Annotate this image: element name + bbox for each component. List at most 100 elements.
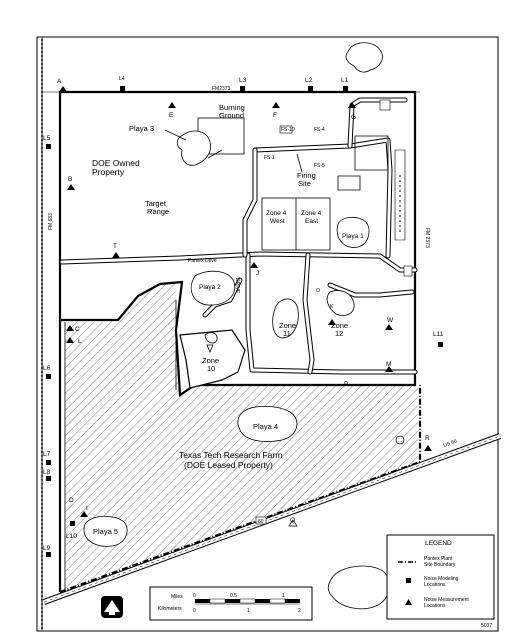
marker-l10 xyxy=(70,521,75,526)
label-playa1: Playa 1 xyxy=(342,233,364,240)
svg-text:0.5: 0.5 xyxy=(230,593,237,599)
label-d: D xyxy=(69,497,74,504)
hwy-60-shield xyxy=(255,516,267,525)
playa-5 xyxy=(83,515,128,547)
label-l5: L5 xyxy=(43,135,51,142)
playa-northeast xyxy=(345,42,383,73)
label-j: J xyxy=(256,270,259,277)
label-w: W xyxy=(387,317,394,324)
label-l4: L4 xyxy=(119,76,125,82)
label-fs10: FS-10 xyxy=(281,127,295,133)
marker-l9 xyxy=(46,552,51,557)
scale-km-label: Kilometers xyxy=(158,606,182,612)
playa-2 xyxy=(190,270,236,306)
label-t: T xyxy=(113,243,117,250)
label-fs1: FS-1 xyxy=(264,155,275,161)
marker-l2 xyxy=(308,86,313,91)
label-e: E xyxy=(169,112,174,119)
noise-modeling-markers xyxy=(46,86,443,557)
playa-zone11 xyxy=(272,298,299,339)
figure-number: 5037 xyxy=(481,623,492,629)
label-fm683: FM 683 xyxy=(48,213,54,230)
playa-4 xyxy=(237,405,298,442)
marker-l6 xyxy=(46,374,51,379)
label-r: R xyxy=(425,435,430,442)
label-l9: L9 xyxy=(43,545,51,552)
playa-zone12 xyxy=(326,290,355,316)
legend-triangle-icon xyxy=(405,599,412,605)
marker-l5 xyxy=(46,144,51,149)
label-p: P xyxy=(344,381,348,388)
label-l3: L3 xyxy=(239,77,247,84)
label-playa5: Playa 5 xyxy=(93,527,118,536)
legend-title: LEGEND xyxy=(425,540,452,547)
svg-text:1: 1 xyxy=(247,608,250,614)
label-hwy-r: US 60 xyxy=(443,438,458,448)
label-pantex-drive: Pantex Drive xyxy=(188,258,217,264)
label-l7: L7 xyxy=(43,451,51,458)
svg-text:0: 0 xyxy=(193,593,196,599)
label-playa4: Playa 4 xyxy=(253,422,278,431)
label-k: K xyxy=(330,304,334,310)
label-playa3: Playa 3 xyxy=(129,124,154,133)
label-b: B xyxy=(68,176,72,183)
marker-l1 xyxy=(343,86,348,91)
label-g: G xyxy=(351,114,356,121)
label-fm2373: FM2373 xyxy=(212,86,231,92)
label-f: F xyxy=(273,112,277,119)
marker-l4 xyxy=(120,86,125,91)
marker-l3 xyxy=(240,86,245,91)
label-leased-1: Texas Tech Research Farm xyxy=(179,450,282,460)
leased-property-area xyxy=(65,278,418,590)
label-playa2: Playa 2 xyxy=(199,284,221,291)
label-leased-2: (DOE Leased Property) xyxy=(184,460,273,470)
label-fm2373-right: FM 2373 xyxy=(424,228,430,248)
label-i: I xyxy=(86,505,88,512)
scale-bar: Miles Kilometers 0 0.5 1 0 1 2 xyxy=(149,586,313,621)
legend-square-icon xyxy=(406,578,411,583)
label-drive: DRIVE xyxy=(234,278,240,294)
label-m: M xyxy=(386,361,391,368)
marker-l8 xyxy=(46,476,51,481)
label-l11: L11 xyxy=(433,331,444,338)
label-l2: L2 xyxy=(305,77,313,84)
svg-text:2: 2 xyxy=(298,608,301,614)
doe-owned-boundary xyxy=(58,90,417,397)
label-l10: L10 xyxy=(66,533,77,540)
label-q: Q xyxy=(290,517,295,524)
label-l: L xyxy=(78,338,82,345)
scale-miles-label: Miles xyxy=(171,594,183,600)
label-l8: L8 xyxy=(43,469,51,476)
label-l1: L1 xyxy=(341,77,349,84)
label-a: A xyxy=(57,78,62,85)
svg-text:1: 1 xyxy=(282,593,285,599)
label-fs4: FS-4 xyxy=(314,127,325,133)
svg-text:0: 0 xyxy=(193,608,196,614)
label-fs5: FS-5 xyxy=(314,163,325,169)
north-arrow-icon xyxy=(101,596,123,618)
label-c: C xyxy=(75,326,80,333)
marker-l7 xyxy=(46,460,51,465)
marker-l11 xyxy=(438,342,443,347)
label-o: O xyxy=(316,288,320,294)
label-l6: L6 xyxy=(43,365,51,372)
playa-southeast xyxy=(327,565,390,610)
label-hwy60: 60 xyxy=(258,519,264,525)
noise-measurement-markers xyxy=(59,86,432,527)
playa-1 xyxy=(336,216,370,248)
